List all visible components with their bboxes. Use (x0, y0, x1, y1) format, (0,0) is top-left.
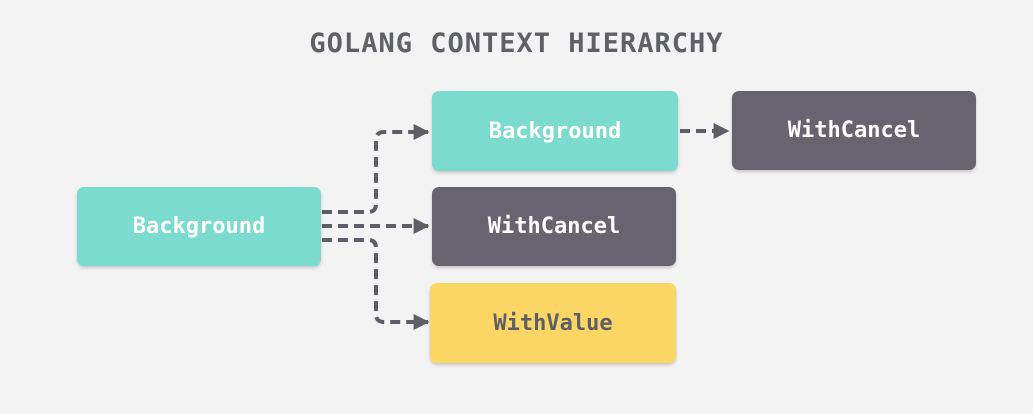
root-background-label: Background (132, 214, 266, 239)
child-withcancel-label: WithCancel (487, 214, 621, 239)
diagram-title: GOLANG CONTEXT HIERARCHY (309, 28, 724, 59)
child-background-label: Background (488, 118, 622, 144)
child-background-node: Background (432, 91, 678, 171)
edge-root-to-withvalue (322, 238, 430, 330)
grandchild-withcancel-label: WithCancel (787, 118, 921, 143)
root-background-node: Background (77, 187, 321, 266)
child-withvalue-label: WithValue (493, 310, 613, 336)
child-withvalue-node: WithValue (430, 283, 676, 363)
child-withcancel-node: WithCancel (432, 187, 676, 266)
grandchild-withcancel-node: WithCancel (732, 91, 976, 170)
edge-root-to-background (322, 124, 430, 214)
